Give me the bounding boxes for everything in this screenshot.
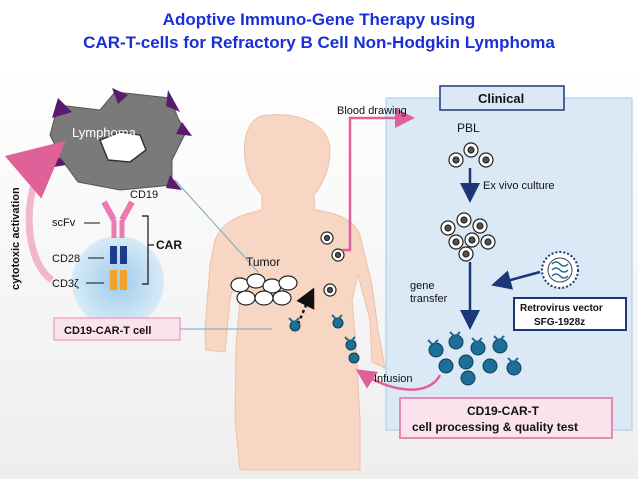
title-line-2: CAR-T-cells for Refractory B Cell Non-Ho… [83,33,555,52]
car-bracket [142,215,149,285]
cytotoxic-label: cytotoxic activation [10,187,22,290]
clinical-panel [385,97,633,431]
blood-drawing-arrow [342,108,415,252]
car-t-cell-icon [288,317,301,332]
cd19-label: CD19 [130,189,158,201]
cd3z-label: CD3ζ [52,278,79,290]
retrovirus-icon [541,251,579,289]
lymphoma-spike [166,90,180,112]
retrovirus-arrow [491,270,541,290]
car-t-cell-label: CD19-CAR-T cell [64,325,151,337]
human-body [204,114,386,471]
car-t-cell-icon [344,336,357,351]
lymphoma-label: Lymphoma [72,125,137,140]
clinical-header [439,85,565,111]
pbl-cells [448,142,494,168]
engineered-car-t-cells [428,334,522,386]
scfv-label: scFv [52,217,76,229]
car-t-cell-icon [331,314,344,329]
attack-arrow [296,287,315,325]
car-receptor-glyphs [427,331,519,363]
blood-cell-icon [320,231,345,297]
lymphoma-spike [52,98,72,118]
transfer-label: transfer [410,293,448,305]
expanded-cells [440,212,496,262]
infusion-label: Infusion [374,373,413,385]
processing-subtitle: cell processing & quality test [412,420,578,434]
cd28-label: CD28 [52,253,80,265]
retrovirus-construct-label: SFG-1928z [534,317,585,328]
lymphoma-nucleus [99,131,147,163]
lymphoma-spike [112,88,128,104]
tumor-pointer-line [174,179,259,273]
ex-vivo-label: Ex vivo culture [483,180,555,192]
title-line-1: Adoptive Immuno-Gene Therapy using [162,10,476,29]
processing-title: CD19-CAR-T [467,404,540,418]
tumor-label: Tumor [246,255,280,269]
clinical-label: Clinical [478,91,524,106]
processing-box [399,397,613,439]
tumor-cluster [230,273,298,306]
blood-drawing-label: Blood drawing [337,105,407,117]
lymphoma-spike [176,122,192,136]
car-label: CAR [156,238,182,252]
car-t-cell-halo [72,236,164,328]
infusion-arrow [355,369,442,391]
car-t-cell-icon [348,352,360,364]
retrovirus-box [513,297,627,331]
gene-label: gene [410,280,434,292]
car-receptor [101,200,135,290]
cytotoxic-arrow [4,140,66,283]
lymphoma-spike [166,175,182,190]
pbl-label: PBL [457,121,480,135]
retrovirus-label: Retrovirus vector [520,303,603,314]
